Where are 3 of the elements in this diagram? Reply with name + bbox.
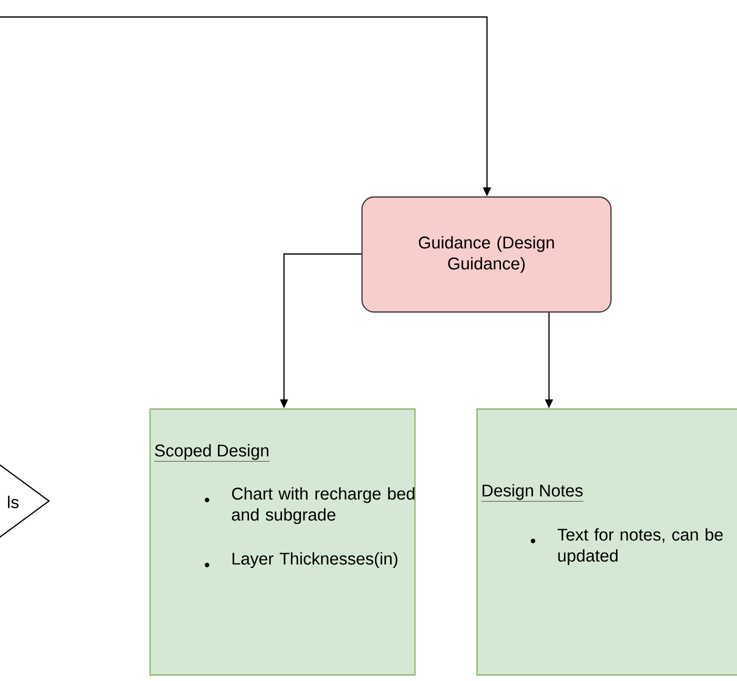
note-box: Design Notes Text for notes, can be updated bbox=[476, 408, 737, 676]
note-box: Scoped Design Chart with recharge bed and subgrade Layer Thicknesses(in) bbox=[149, 408, 416, 676]
process-box: Guidance (Design Guidance) bbox=[361, 196, 612, 313]
